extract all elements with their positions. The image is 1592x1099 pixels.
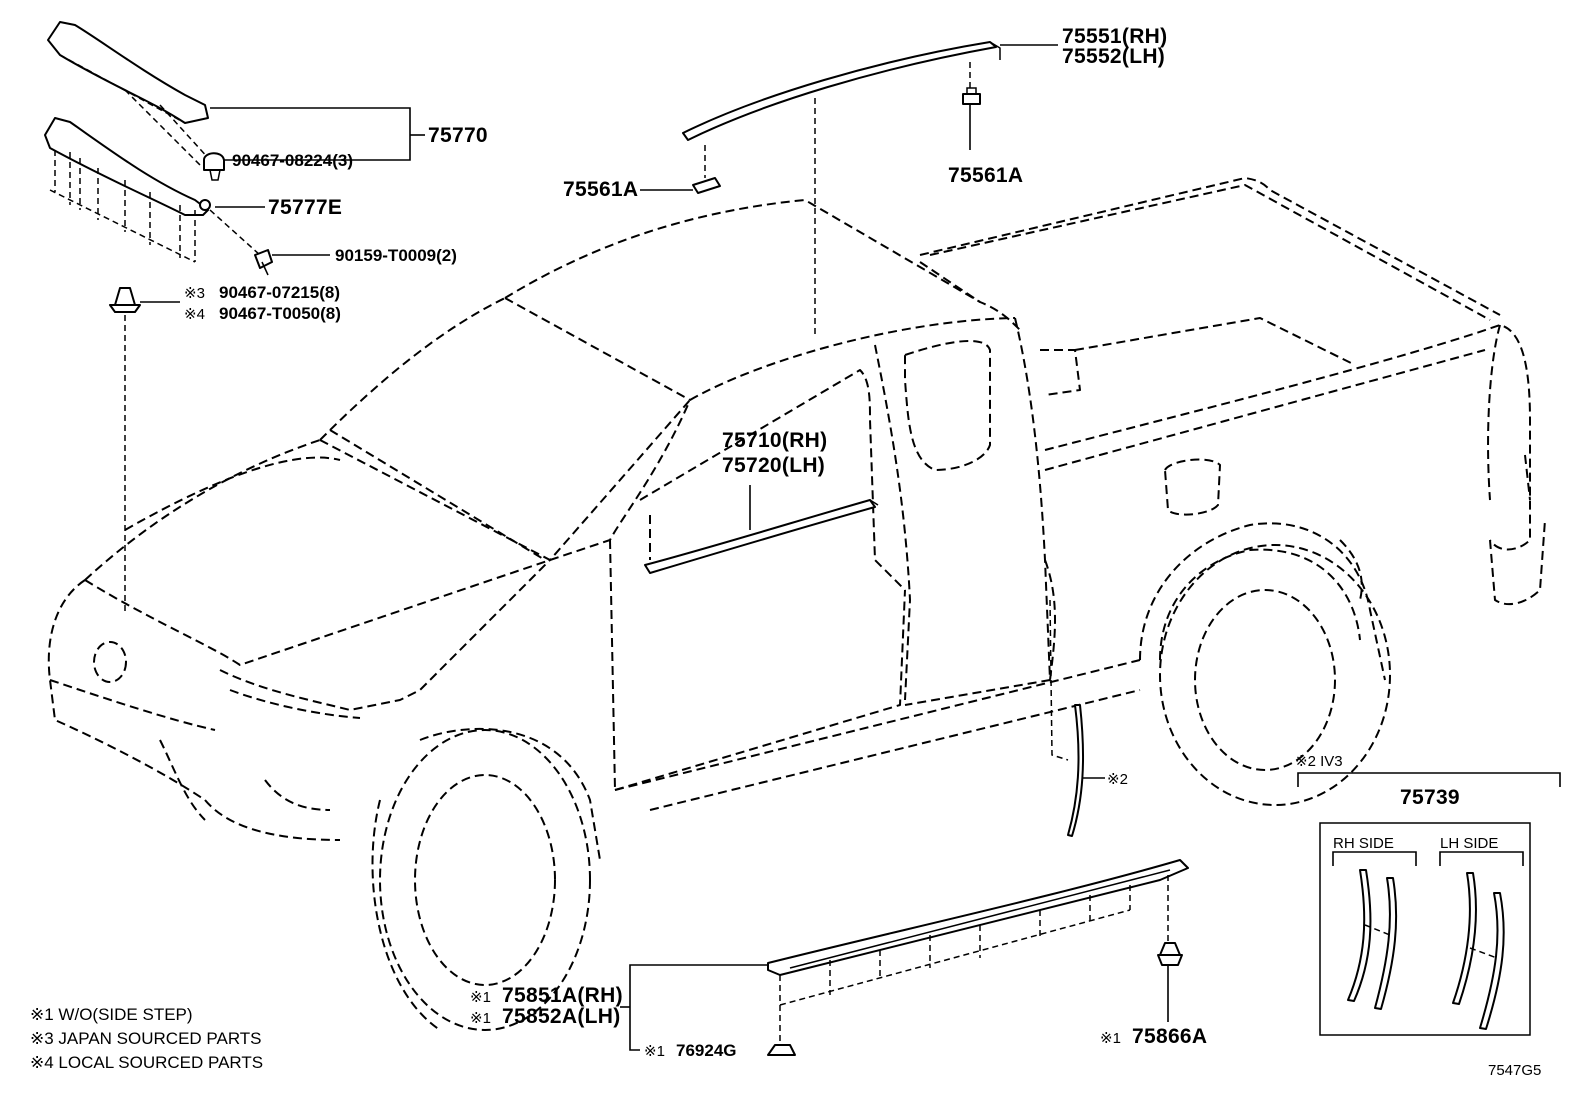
label-75561a-right: 75561A <box>948 164 1023 187</box>
label-90467-08224: 90467-08224(3) <box>232 151 353 170</box>
clip-76924g-icon <box>767 1044 796 1056</box>
weatherstrip-shape <box>1067 704 1085 837</box>
roof-moulding-shape <box>682 41 997 141</box>
label-90159: 90159-T0009(2) <box>335 246 457 265</box>
clip-75866a-icon <box>1157 942 1183 966</box>
diagram-code: 7547G5 <box>1488 1062 1541 1079</box>
screw-icon <box>203 152 225 181</box>
legend-note-4: ※4 LOCAL SOURCED PARTS <box>30 1053 263 1072</box>
label-75777e: 75777E <box>268 196 342 219</box>
label-75866a: 75866A <box>1132 1025 1207 1048</box>
label-75770: 75770 <box>428 124 488 147</box>
label-rh-side: RH SIDE <box>1333 835 1394 852</box>
bolt-icon <box>254 249 273 276</box>
label-lh-side: LH SIDE <box>1440 835 1498 852</box>
door-moulding-shape <box>644 499 876 574</box>
label-75720: 75720(LH) <box>722 454 825 477</box>
labels: 75551(RH) 75552(LH) 75561A 75561A 75770 … <box>30 25 1541 1079</box>
leader-lines <box>140 44 1561 1051</box>
garnish-upper-shape <box>47 21 209 124</box>
seal-inset <box>1319 822 1531 1036</box>
label-75852a: 75852A(LH) <box>502 1005 621 1028</box>
label-90467-t0050: 90467-T0050(8) <box>219 304 341 323</box>
label-75561a-left: 75561A <box>563 178 638 201</box>
label-ref-2: ※2 <box>1107 771 1128 788</box>
label-76924g: 76924G <box>676 1041 737 1060</box>
label-75551: 75551(RH) <box>1062 25 1167 48</box>
mark-4: ※4 <box>184 306 205 323</box>
mark-1-rh: ※1 <box>470 989 491 1006</box>
part-shapes <box>44 21 1189 1056</box>
clip-75561a-left-icon <box>692 177 721 194</box>
mark-1-75866a: ※1 <box>1100 1030 1121 1047</box>
legend-note-3: ※3 JAPAN SOURCED PARTS <box>30 1029 262 1048</box>
label-90467-07215: 90467-07215(8) <box>219 283 340 302</box>
label-75552: 75552(LH) <box>1062 45 1165 68</box>
mark-1-76924g: ※1 <box>644 1043 665 1060</box>
mark-3: ※3 <box>184 285 205 302</box>
clip-icon <box>109 287 141 313</box>
truck-outline <box>47 177 1546 1031</box>
mark-1-lh: ※1 <box>470 1010 491 1027</box>
legend-note-1: ※1 W/O(SIDE STEP) <box>30 1005 193 1024</box>
label-75851a: 75851A(RH) <box>502 984 623 1007</box>
label-75710: 75710(RH) <box>722 429 827 452</box>
label-75739: 75739 <box>1400 786 1460 809</box>
label-ref-2-iv3: ※2 IV3 <box>1295 753 1343 770</box>
clip-75561a-right-icon <box>962 87 981 105</box>
